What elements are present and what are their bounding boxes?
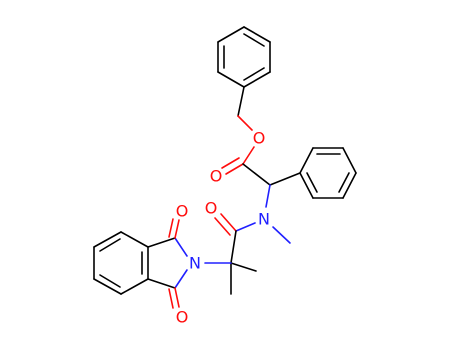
imide-nitrogen: N bbox=[189, 254, 201, 273]
bond-alpha-c-to-amide-n bbox=[265, 184, 271, 208]
bond-amide-n-to-carbonyl-c bbox=[235, 222, 256, 232]
bond-ch2-to-ether-o bbox=[237, 115, 253, 131]
bond-ester-c-double-o-1 bbox=[225, 163, 244, 175]
bond-imide-c-double-o-top-2 bbox=[168, 218, 174, 238]
imide-oxygen-top: O bbox=[176, 202, 189, 221]
bond-amide-n-to-methyl bbox=[272, 226, 291, 244]
bond-amide-c-double-o-1 bbox=[220, 213, 237, 232]
benzyl-phenyl-ring bbox=[217, 26, 271, 88]
ester-carbonyl-oxygen: O bbox=[210, 167, 223, 186]
bond-amide-c-to-quaternary-c bbox=[230, 230, 237, 264]
bond-ether-o-to-carbonyl-c bbox=[242, 146, 255, 165]
bond-imide-c-double-o-top-1 bbox=[174, 219, 180, 239]
bond-ester-c-to-alpha-c bbox=[242, 163, 271, 186]
bond-imide-c-double-o-bottom-2 bbox=[168, 288, 174, 309]
amide-oxygen: O bbox=[205, 199, 218, 218]
phthalimide-benzene-ring bbox=[93, 231, 149, 295]
bond-amide-c-double-o-2 bbox=[214, 217, 231, 236]
bond-ring-to-ch2 bbox=[237, 86, 245, 117]
alpha-phenyl-ring bbox=[299, 147, 357, 199]
bond-imide-c-double-o-bottom-1 bbox=[174, 287, 180, 308]
bond-ester-c-double-o-2 bbox=[221, 157, 240, 169]
amide-nitrogen: N bbox=[258, 210, 270, 229]
bond-alpha-c-to-phenyl bbox=[269, 172, 301, 186]
imide-oxygen-bottom: O bbox=[176, 308, 189, 327]
bond-quaternary-c-to-methyl-right bbox=[230, 262, 257, 272]
phthalimide-five-ring bbox=[147, 237, 188, 289]
ester-ether-oxygen: O bbox=[253, 129, 266, 148]
